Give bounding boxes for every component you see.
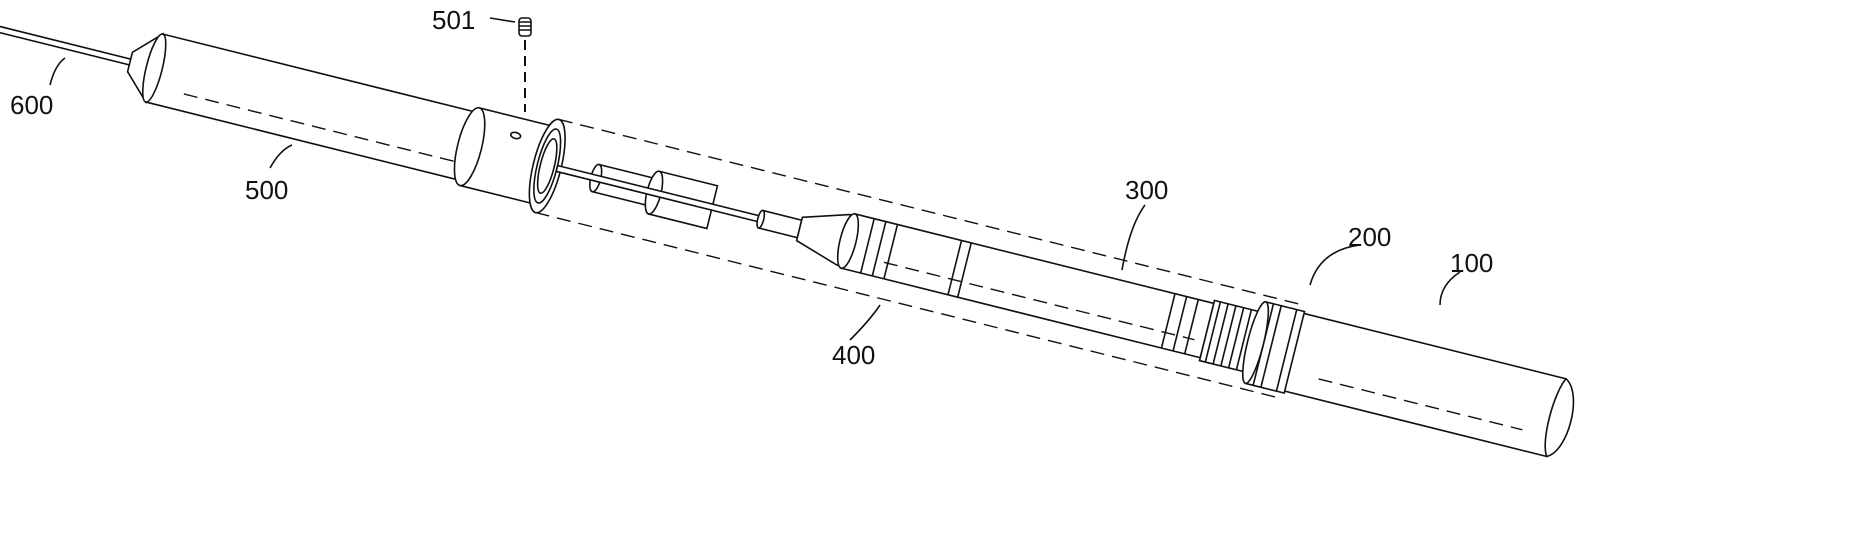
label-100: 100	[1450, 248, 1494, 278]
ring-200	[1241, 300, 1306, 395]
label-501: 501	[432, 5, 476, 35]
sleeve-400	[528, 118, 1307, 400]
body-300	[836, 212, 1215, 359]
label-200: 200	[1348, 222, 1392, 252]
tube-100	[1244, 302, 1575, 458]
leader-lines	[49, 17, 1461, 341]
housing-500	[141, 33, 480, 182]
set-screw-501	[518, 17, 532, 112]
label-400: 400	[832, 340, 876, 370]
cable-600	[0, 25, 133, 67]
label-500: 500	[245, 175, 289, 205]
label-300: 300	[1125, 175, 1169, 205]
label-600: 600	[10, 90, 54, 120]
